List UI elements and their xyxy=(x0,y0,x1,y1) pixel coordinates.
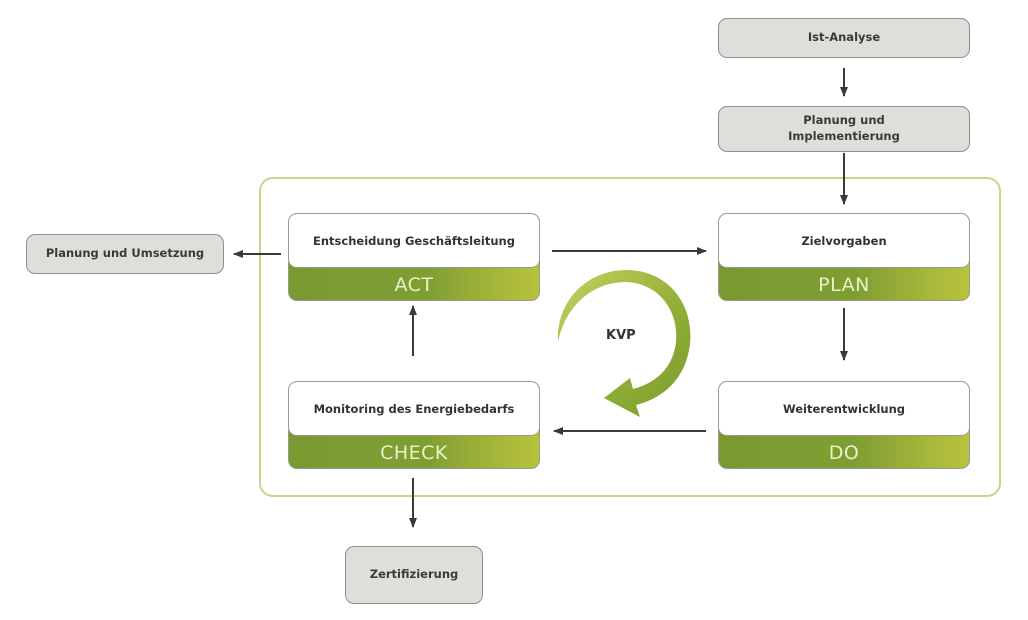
planung-umsetzung-label: Planung und Umsetzung xyxy=(45,246,205,261)
ist-analyse-box: Ist-Analyse xyxy=(718,18,970,58)
planung-implementierung-label-line2: Implementierung xyxy=(788,129,900,143)
phase-act-title: Entscheidung Geschäftsleitung xyxy=(289,214,539,268)
phase-do: Weiterentwicklung DO xyxy=(718,381,970,469)
phase-plan: Zielvorgaben PLAN xyxy=(718,213,970,301)
phase-do-title: Weiterentwicklung xyxy=(719,382,969,436)
kvp-cycle-arrow-icon xyxy=(557,270,691,417)
phase-plan-title: Zielvorgaben xyxy=(719,214,969,268)
ist-analyse-label: Ist-Analyse xyxy=(807,30,881,45)
pdca-cycle-frame xyxy=(259,177,1001,497)
zertifizierung-label: Zertifizierung xyxy=(369,567,459,582)
planung-umsetzung-box: Planung und Umsetzung xyxy=(26,234,224,274)
zertifizierung-box: Zertifizierung xyxy=(345,546,483,604)
planung-implementierung-label-line1: Planung und xyxy=(803,113,885,128)
phase-act: Entscheidung Geschäftsleitung ACT xyxy=(288,213,540,301)
phase-check: Monitoring des Energiebedarfs CHECK xyxy=(288,381,540,469)
phase-check-title: Monitoring des Energiebedarfs xyxy=(289,382,539,436)
kvp-label: KVP xyxy=(606,328,636,343)
planung-implementierung-box: Planung und Implementierung xyxy=(718,106,970,152)
